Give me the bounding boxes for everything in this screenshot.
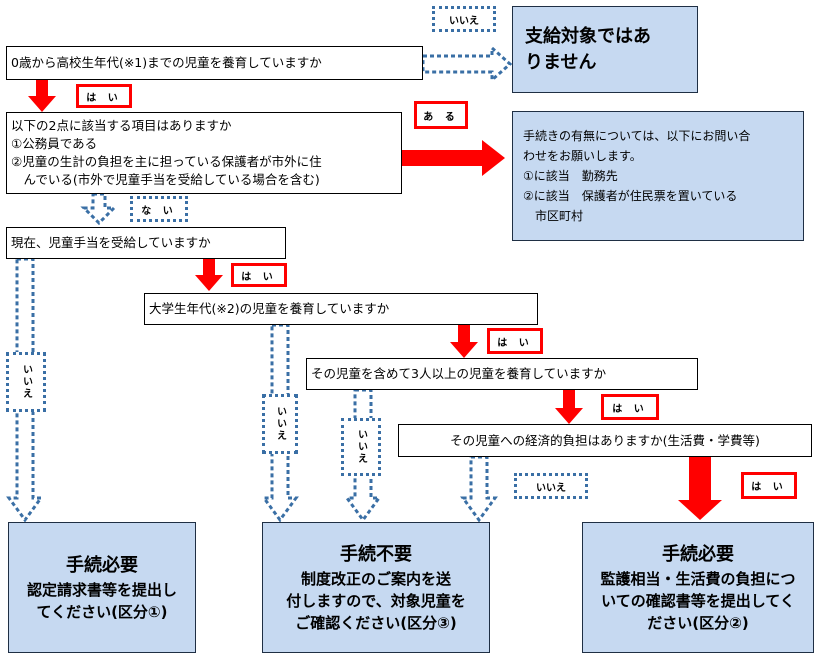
no-tag-q6: いいえ bbox=[514, 473, 588, 499]
question-q3: 現在、児童手当を受給していますか bbox=[6, 227, 286, 259]
result-required-2-line-2: いての確認書等を提出してく bbox=[601, 591, 795, 610]
yes-arrow-q3 bbox=[195, 259, 223, 291]
question-q2-line-3: ②児童の生計の負担を主に担っている保護者が市外に住 bbox=[11, 154, 322, 169]
yes-tag-q1: は い bbox=[76, 84, 132, 108]
question-q2-line-2: ①公務員である bbox=[11, 136, 98, 151]
question-q2-line-4: んでいる(市外で児童手当を受給している場合を含む) bbox=[11, 172, 320, 187]
result-not-eligible-line-1: 支給対象ではあ bbox=[525, 25, 651, 47]
yes-arrow-q6 bbox=[678, 457, 722, 520]
yes-arrow-q4 bbox=[450, 325, 478, 358]
question-q6-text: その児童への経済的負担はありますか(生活費・学費等) bbox=[450, 432, 760, 448]
question-q5: その児童を含めて3人以上の児童を養育していますか bbox=[306, 358, 698, 390]
result-not-eligible-line-2: りません bbox=[525, 51, 597, 73]
no-arrow-q6 bbox=[460, 455, 498, 523]
no-arrow-q1 bbox=[421, 44, 513, 84]
result-not-required-line-1: 制度改正のご案内を送 bbox=[300, 569, 451, 588]
result-inquiry-line-3: ①に該当 勤務先 bbox=[523, 169, 618, 183]
yes-tag-q6: は い bbox=[741, 472, 797, 499]
no-tag-q1: いいえ bbox=[432, 6, 496, 32]
aru-arrow bbox=[402, 140, 505, 176]
question-q4-text: 大学生年代(※2)の児童を養育していますか bbox=[149, 301, 390, 316]
result-inquiry-line-1: 手続きの有無については、以下にお問い合 bbox=[523, 129, 751, 143]
result-required-1-line-1: 認定請求書等を提出し bbox=[26, 580, 177, 599]
result-inquiry-line-5: 市区町村 bbox=[523, 209, 584, 223]
result-inquiry-line-4: ②に該当 保護者が住民票を置いている bbox=[523, 189, 738, 203]
aru-tag: あ る bbox=[414, 101, 468, 129]
question-q2: 以下の2点に該当する項目はありますか ①公務員である ②児童の生計の負担を主に担… bbox=[6, 112, 402, 194]
result-required-1: 手続必要 認定請求書等を提出し てください(区分①) bbox=[8, 522, 196, 653]
question-q6: その児童への経済的負担はありますか(生活費・学費等) bbox=[398, 424, 812, 457]
result-required-2-line-1: 監護相当・生活費の負担につ bbox=[600, 569, 796, 588]
question-q4: 大学生年代(※2)の児童を養育していますか bbox=[144, 293, 538, 325]
question-q5-text: その児童を含めて3人以上の児童を養育していますか bbox=[311, 366, 607, 381]
result-not-eligible: 支給対象ではあ りません bbox=[512, 6, 698, 93]
result-not-required-line-2: 付しますので、対象児童を bbox=[286, 591, 466, 610]
result-not-required-line-3: ご確認ください(区分③) bbox=[295, 613, 457, 632]
result-required-2: 手続必要 監護相当・生活費の負担につ いての確認書等を提出してく ださい(区分②… bbox=[582, 522, 814, 653]
question-q3-text: 現在、児童手当を受給していますか bbox=[11, 235, 211, 250]
question-q1-text: 0歳から高校生年代(※1)までの児童を養育していますか bbox=[11, 55, 322, 70]
question-q2-line-1: 以下の2点に該当する項目はありますか bbox=[11, 118, 232, 133]
result-not-required-title: 手続不要 bbox=[340, 543, 412, 565]
no-tag-q4: いいえ bbox=[262, 394, 298, 454]
result-required-2-line-3: ださい(区分②) bbox=[647, 613, 749, 632]
result-required-2-title: 手続必要 bbox=[662, 543, 734, 565]
result-required-1-line-2: てください(区分①) bbox=[36, 602, 168, 621]
no-arrow-q2 bbox=[80, 192, 118, 226]
no-tag-q3: いいえ bbox=[6, 352, 46, 412]
yes-tag-q5: は い bbox=[601, 394, 659, 420]
yes-tag-q4: は い bbox=[487, 328, 543, 354]
nai-tag: な い bbox=[130, 196, 188, 222]
result-inquiry-line-2: わせをお願いします。 bbox=[523, 149, 642, 163]
yes-arrows bbox=[28, 80, 722, 520]
no-tag-q5: いいえ bbox=[341, 418, 381, 476]
yes-arrow-q5 bbox=[555, 390, 583, 424]
question-q1: 0歳から高校生年代(※1)までの児童を養育していますか bbox=[6, 46, 423, 80]
result-required-1-title: 手続必要 bbox=[66, 554, 138, 576]
yes-arrow-q1 bbox=[28, 80, 56, 112]
result-not-required: 手続不要 制度改正のご案内を送 付しますので、対象児童を ご確認ください(区分③… bbox=[262, 522, 490, 653]
yes-tag-q3: は い bbox=[231, 263, 287, 287]
result-inquiry: 手続きの有無については、以下にお問い合 わせをお願いします。 ①に該当 勤務先 … bbox=[512, 111, 804, 241]
